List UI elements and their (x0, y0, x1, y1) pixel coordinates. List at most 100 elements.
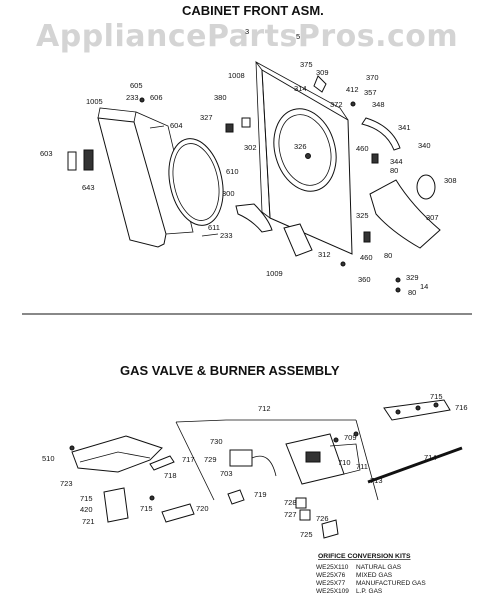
gas-valve-title: GAS VALVE & BURNER ASSEMBLY (120, 363, 340, 378)
part-label: 5 (296, 32, 300, 41)
part-label: 80 (408, 288, 416, 297)
part-label: 340 (418, 141, 431, 150)
part-label: 80 (384, 251, 392, 260)
drum-opening (273, 108, 337, 192)
part-label: 605 (130, 81, 143, 90)
part-label: 720 (196, 504, 209, 513)
kit-gas-type: MANUFACTURED GAS (356, 580, 426, 587)
kit-part-number: WE25X76 (316, 572, 346, 579)
part-label: 412 (346, 85, 359, 94)
burner-base-plate (71, 435, 163, 473)
kit-gas-type: MIXED GAS (356, 572, 393, 579)
part-label: 1008 (228, 71, 245, 80)
kit-part-number: WE25X77 (316, 580, 346, 587)
part-label: 372 (330, 100, 343, 109)
part-label: 713 (370, 476, 383, 485)
vent-grille (283, 223, 313, 257)
part-label: 302 (244, 143, 257, 152)
part-label: 715 (80, 494, 93, 503)
part-label: 604 (170, 121, 183, 130)
part-label: 716 (455, 403, 468, 412)
gas-valve-parts (69, 399, 463, 539)
solenoid-coil (229, 449, 253, 467)
kit-gas-type: L.P. GAS (356, 588, 383, 595)
hinge-plate (83, 149, 94, 171)
part-label: 729 (204, 455, 217, 464)
part-label: 726 (316, 514, 329, 523)
part-label: 714 (424, 453, 437, 462)
door-panel (97, 117, 167, 248)
part-label: 380 (214, 93, 227, 102)
burner-tube (367, 446, 463, 484)
part-label: 611 (208, 223, 220, 232)
igniter (149, 455, 175, 471)
part-label: 344 (390, 157, 403, 166)
part-label: 300 (222, 189, 235, 198)
part-label: 711 (356, 462, 368, 471)
door-gasket (168, 138, 224, 226)
cabinet-parts (67, 60, 441, 293)
part-label: 1005 (86, 97, 103, 106)
kit-gas-type: NATURAL GAS (356, 564, 402, 571)
part-label: 357 (364, 88, 377, 97)
part-label: 510 (42, 454, 55, 463)
part-label: 309 (316, 68, 329, 77)
part-label: 326 (294, 142, 307, 151)
part-label: 420 (80, 505, 93, 514)
part-label: 341 (398, 123, 411, 132)
orifice-kits-heading: ORIFICE CONVERSION KITS (318, 553, 411, 560)
part-label: 308 (444, 176, 457, 185)
part-label: 719 (254, 490, 267, 499)
kit-part-number: WE25X110 (316, 564, 349, 571)
part-label: 312 (318, 250, 331, 259)
part-label: 603 (40, 149, 53, 158)
part-label: 375 (300, 60, 313, 69)
part-label: 327 (200, 113, 213, 122)
part-label: 728 (284, 498, 297, 507)
part-label: 718 (164, 471, 177, 480)
orifice-conversion-kits: ORIFICE CONVERSION KITS WE25X110 NATURAL… (316, 553, 426, 595)
part-label: 233 (126, 93, 139, 102)
cabinet-part-labels: 3 5 375 309 314 370 412 357 372 348 341 … (40, 27, 457, 297)
part-label: 610 (226, 167, 239, 176)
part-label: 460 (356, 144, 369, 153)
gas-part-labels: 715 716 712 709 730 510 717 729 703 710 … (42, 392, 468, 539)
part-label: 725 (300, 530, 313, 539)
kit-part-number: WE25X109 (316, 588, 349, 595)
lower-bracket (235, 203, 273, 233)
part-label: 606 (150, 93, 163, 102)
part-label: 727 (284, 510, 297, 519)
cabinet-front-title: CABINET FRONT ASM. (182, 3, 324, 18)
part-label: 715 (430, 392, 443, 401)
part-label: 307 (426, 213, 439, 222)
part-label: 715 (140, 504, 153, 513)
part-label: 723 (60, 479, 73, 488)
part-label: 325 (356, 211, 369, 220)
part-label: 703 (220, 469, 233, 478)
part-label: 348 (372, 100, 385, 109)
part-label: 712 (258, 404, 271, 413)
watermark: AppliancePartsPros.com (36, 19, 458, 54)
part-label: 14 (420, 282, 428, 291)
burner-cover (161, 503, 195, 523)
part-label: 1009 (266, 269, 283, 278)
part-label: 460 (360, 253, 373, 262)
part-label: 717 (182, 455, 195, 464)
part-label: 730 (210, 437, 223, 446)
part-label: 360 (358, 275, 371, 284)
mounting-bracket (103, 487, 129, 523)
part-label: 329 (406, 273, 419, 282)
curved-bracket (361, 117, 401, 151)
part-label: 370 (366, 73, 379, 82)
part-label: 721 (82, 517, 95, 526)
part-label: 710 (338, 458, 351, 467)
part-label: 709 (344, 433, 357, 442)
seal-ring (416, 174, 436, 200)
part-label: 80 (390, 166, 398, 175)
hinge-bracket (67, 151, 77, 171)
part-label: 3 (245, 27, 249, 36)
part-label: 314 (294, 84, 307, 93)
flame-sensor (227, 489, 245, 505)
part-label: 233 (220, 231, 233, 240)
